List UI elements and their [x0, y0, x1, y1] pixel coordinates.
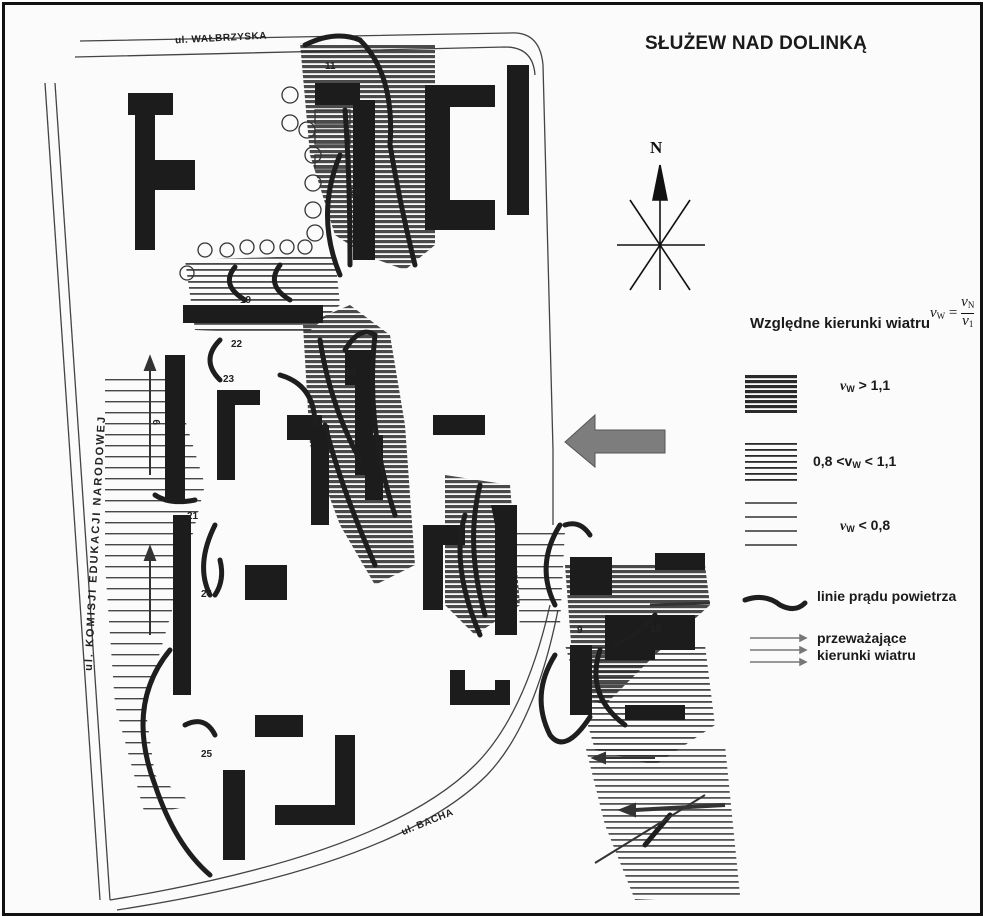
- point-label: 18: [650, 624, 662, 635]
- building: [450, 670, 510, 705]
- building: [353, 100, 375, 260]
- site-boundary: [44, 32, 559, 911]
- building: [315, 83, 360, 105]
- building: [423, 525, 465, 610]
- point-labels: 9 23 22 21 24 25 11 9 20 19 16 18: [152, 61, 662, 760]
- point-label: 9: [152, 419, 163, 425]
- building: [183, 305, 323, 323]
- legend-label-sparse: vW < 0,8: [840, 517, 891, 534]
- legend-swatches: [742, 375, 808, 667]
- building: [255, 715, 303, 737]
- map-title: SŁUŻEW NAD DOLINKĄ: [645, 33, 868, 54]
- point-label: 19: [240, 295, 252, 306]
- legend-label-medium: 0,8 <vW < 1,1: [813, 453, 897, 470]
- compass-rose-icon: [617, 164, 705, 291]
- building: [570, 645, 592, 715]
- legend-formula: vW = vN v1: [930, 294, 975, 329]
- air-current-lines: [140, 33, 673, 878]
- building: [165, 355, 185, 500]
- wind-direction-arrow: [564, 413, 666, 469]
- buildings: [128, 65, 705, 860]
- building: [311, 425, 329, 525]
- building: [223, 770, 245, 860]
- building: [217, 390, 260, 480]
- wind-zones: [105, 43, 740, 900]
- point-label: 21: [187, 511, 199, 522]
- legend-air-current-line: [742, 594, 808, 611]
- zone-sparse: [515, 525, 565, 630]
- building: [128, 93, 195, 250]
- site-plan-map: 9 23 22 21 24 25 11 9 20 19 16 18: [44, 32, 808, 911]
- legend-label-dense: vW > 1,1: [840, 377, 891, 394]
- building: [433, 415, 485, 435]
- building: [655, 553, 705, 570]
- legend-swatch-sparse: [745, 502, 797, 546]
- building: [173, 515, 191, 695]
- legend-swatch-dense: [745, 375, 797, 413]
- point-label: 16: [345, 367, 357, 378]
- point-label: 23: [223, 374, 235, 385]
- point-label: 11: [325, 61, 336, 72]
- prevailing-wind-arrows: [143, 354, 726, 864]
- compass-north-label: N: [650, 138, 663, 157]
- point-label: 9: [577, 625, 583, 636]
- building: [625, 705, 685, 720]
- legend-title: Względne kierunki wiatru: [750, 315, 931, 332]
- legend-label-prevailing: przeważające kierunki wiatru: [817, 630, 916, 663]
- point-label: 24: [201, 589, 213, 600]
- building: [491, 505, 517, 635]
- building: [245, 565, 287, 600]
- building: [570, 557, 612, 595]
- legend-label-air-current: linie prądu powietrza: [817, 588, 957, 604]
- building: [425, 85, 495, 230]
- building: [605, 615, 695, 660]
- point-label: 22: [231, 339, 243, 350]
- building: [275, 735, 355, 825]
- point-label: 25: [201, 749, 213, 760]
- legend-swatch-medium: [745, 443, 797, 483]
- building: [507, 65, 529, 215]
- point-label: 20: [350, 187, 362, 198]
- legend-prevailing-arrows: [750, 633, 808, 667]
